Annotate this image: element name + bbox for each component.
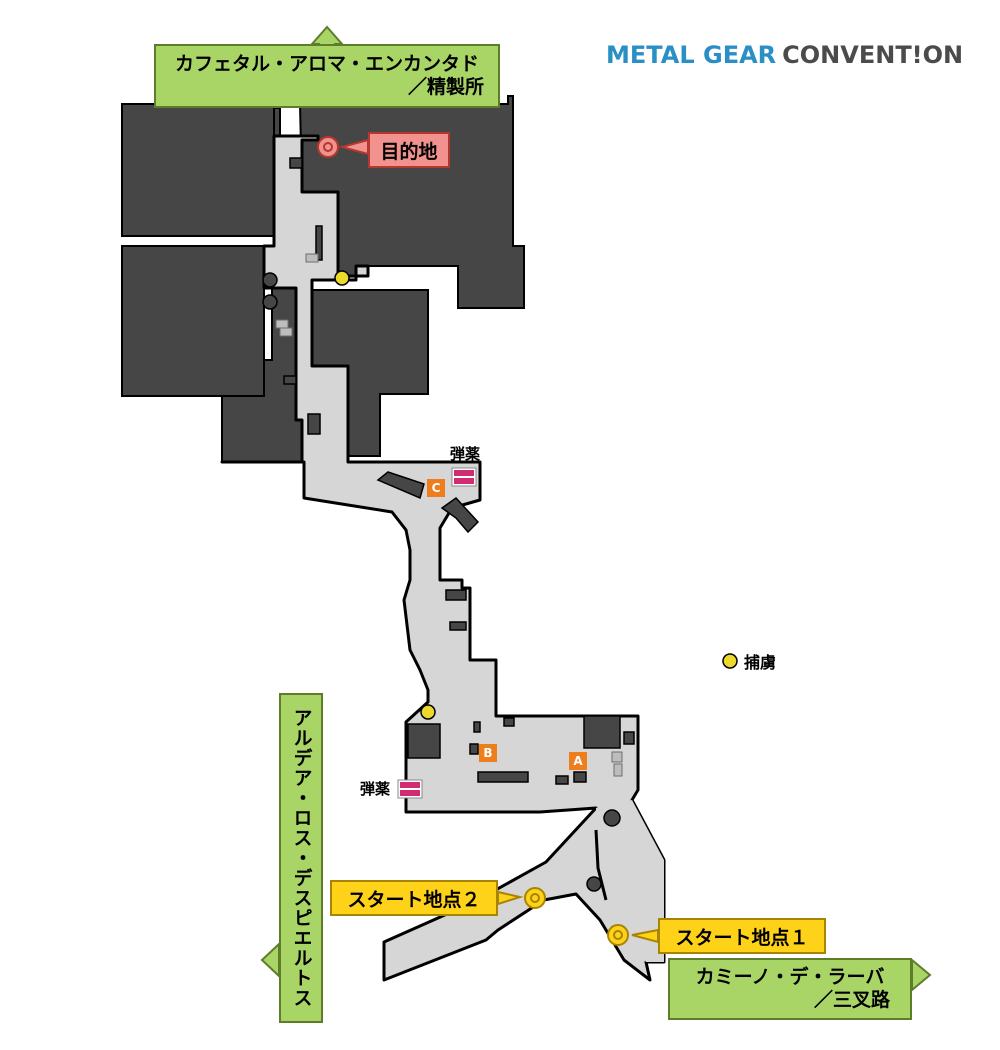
- logo-metal-gear: METAL GEAR: [606, 41, 777, 69]
- start-marker-2: [497, 887, 546, 909]
- exit-east-line1: カミーノ・デ・ラーバ: [695, 966, 885, 988]
- crates: [275, 253, 623, 777]
- waypoint-b: B: [479, 744, 497, 762]
- exit-arrow-east: [911, 957, 932, 993]
- waypoint-c: C: [427, 479, 445, 497]
- ammo-label: 弾薬: [449, 444, 480, 463]
- start-label-1: スタート地点１: [658, 918, 826, 954]
- walkway-fork-edge: [594, 829, 608, 901]
- ammo-box-icon: [451, 467, 477, 487]
- exit-label-north: カフェタル・アロマ・エンカンタド ／精製所: [154, 44, 500, 108]
- barrels: [262, 272, 621, 892]
- obstacles: [283, 157, 635, 785]
- start-label-2: スタート地点２: [330, 880, 498, 916]
- exit-label-east: カミーノ・デ・ラーバ ／三叉路: [668, 958, 912, 1020]
- legend-captive-icon: [722, 653, 738, 669]
- exit-arrow-west: [260, 941, 280, 979]
- waypoint-a: A: [569, 752, 587, 770]
- ammo-label: 弾薬: [359, 779, 390, 798]
- exit-north-line1: カフェタル・アロマ・エンカンタド: [174, 53, 479, 75]
- destination-label: 目的地: [368, 132, 450, 168]
- exit-north-line2: ／精製所: [407, 76, 484, 98]
- exit-east-line2: ／三叉路: [813, 989, 890, 1011]
- exit-label-west: アルデア・ロス・デスピエルトス: [279, 693, 323, 1023]
- legend-captive-label: 捕虜: [744, 653, 777, 672]
- logo-convention: CONVENT!ON: [782, 41, 964, 69]
- ammo-box-icon: [397, 779, 423, 799]
- logo: METAL GEAR CONVENT!ON: [606, 40, 963, 70]
- walkway-fork: [596, 800, 664, 962]
- captive-markers: [334, 270, 738, 720]
